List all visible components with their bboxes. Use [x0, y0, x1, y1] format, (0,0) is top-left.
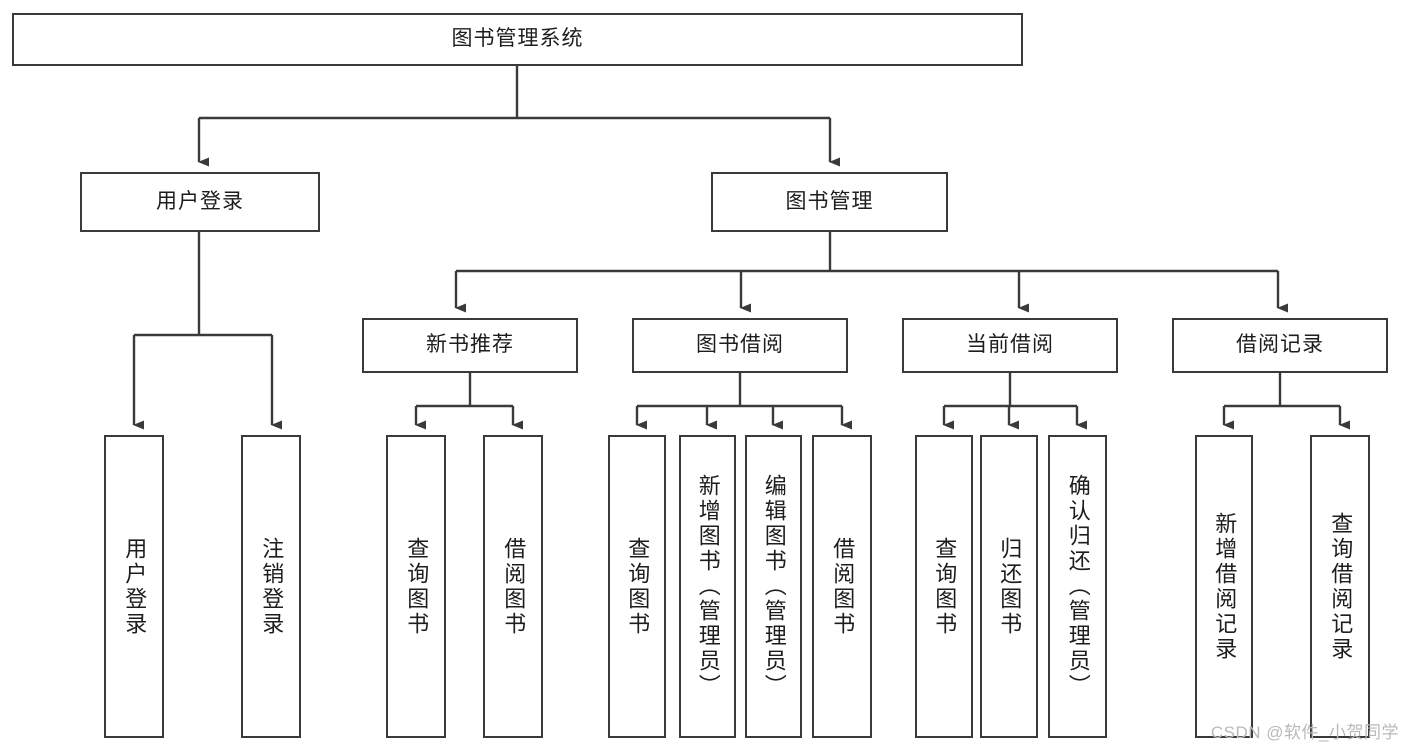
node-new-book-recommend[interactable]: 新书推荐 [362, 318, 578, 373]
leaf-add-borrow-record[interactable]: 新增借阅记录 [1195, 435, 1253, 738]
node-root-system[interactable]: 图书管理系统 [12, 13, 1023, 66]
node-label: 查询图书 [932, 536, 958, 637]
node-label: 用户登录 [122, 536, 148, 637]
node-label: 图书管理 [785, 189, 874, 213]
leaf-add-book-admin[interactable]: 新增图书（管理员） [679, 435, 736, 738]
node-label: 新书推荐 [426, 333, 514, 357]
node-label: 当前借阅 [966, 333, 1054, 357]
leaf-return-book[interactable]: 归还图书 [980, 435, 1038, 738]
leaf-logout[interactable]: 注销登录 [241, 435, 301, 738]
leaf-edit-book-admin[interactable]: 编辑图书（管理员） [745, 435, 802, 738]
leaf-user-login[interactable]: 用户登录 [104, 435, 164, 738]
node-label: 查询图书 [404, 536, 430, 637]
node-label: 用户登录 [156, 189, 244, 213]
leaf-query-book-recommend[interactable]: 查询图书 [386, 435, 446, 738]
leaf-query-book-borrow[interactable]: 查询图书 [608, 435, 666, 738]
leaf-borrow-book-recommend[interactable]: 借阅图书 [483, 435, 543, 738]
node-label: 新增借阅记录 [1212, 511, 1238, 662]
leaf-query-borrow-record[interactable]: 查询借阅记录 [1310, 435, 1370, 738]
node-label: 新增图书（管理员） [695, 474, 721, 699]
node-label: 借阅图书 [830, 536, 856, 637]
node-label: 借阅记录 [1236, 333, 1324, 357]
node-borrow-record[interactable]: 借阅记录 [1172, 318, 1388, 373]
leaf-borrow-book[interactable]: 借阅图书 [812, 435, 872, 738]
node-label: 注销登录 [259, 536, 285, 637]
leaf-query-book-current[interactable]: 查询图书 [915, 435, 973, 738]
node-book-borrow[interactable]: 图书借阅 [632, 318, 848, 373]
node-label: 图书管理系统 [451, 27, 584, 51]
node-label: 编辑图书（管理员） [761, 474, 787, 699]
node-current-borrow[interactable]: 当前借阅 [902, 318, 1118, 373]
node-label: 借阅图书 [501, 536, 527, 637]
node-label: 查询借阅记录 [1328, 511, 1354, 662]
node-label: 查询图书 [625, 536, 651, 637]
node-label: 确认归还（管理员） [1065, 474, 1091, 699]
node-label: 归还图书 [997, 536, 1023, 637]
watermark: CSDN @软件_小贺同学 [1210, 723, 1399, 742]
leaf-confirm-return-admin[interactable]: 确认归还（管理员） [1048, 435, 1107, 738]
node-label: 图书借阅 [696, 333, 784, 357]
node-book-management[interactable]: 图书管理 [711, 172, 948, 232]
node-user-login[interactable]: 用户登录 [80, 172, 320, 232]
